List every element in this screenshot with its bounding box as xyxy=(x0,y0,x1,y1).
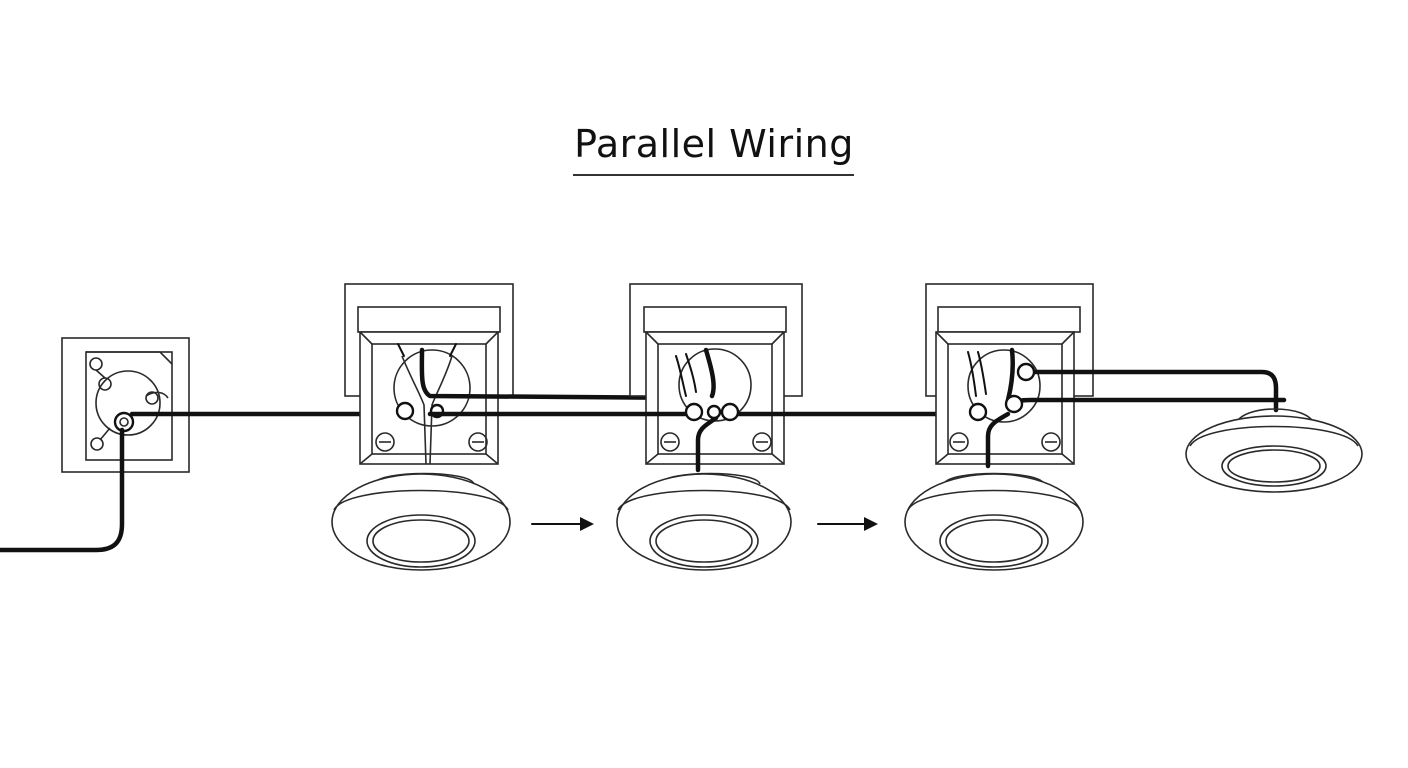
junction-box-icon xyxy=(427,283,969,473)
title-underline xyxy=(573,174,854,176)
arrow-right-icon xyxy=(817,517,878,531)
power-outlet-icon xyxy=(61,337,190,473)
recessed-light-icon xyxy=(616,472,792,571)
power-supply-wire xyxy=(0,411,401,553)
recessed-light-icon xyxy=(1185,408,1363,493)
diagram-title: Parallel Wiring xyxy=(574,122,854,166)
junction-box-icon xyxy=(344,283,713,465)
arrow-right-icon xyxy=(531,517,594,531)
recessed-light-icon xyxy=(331,472,511,571)
recessed-light-icon xyxy=(904,472,1084,571)
junction-box-icon xyxy=(925,283,1287,469)
